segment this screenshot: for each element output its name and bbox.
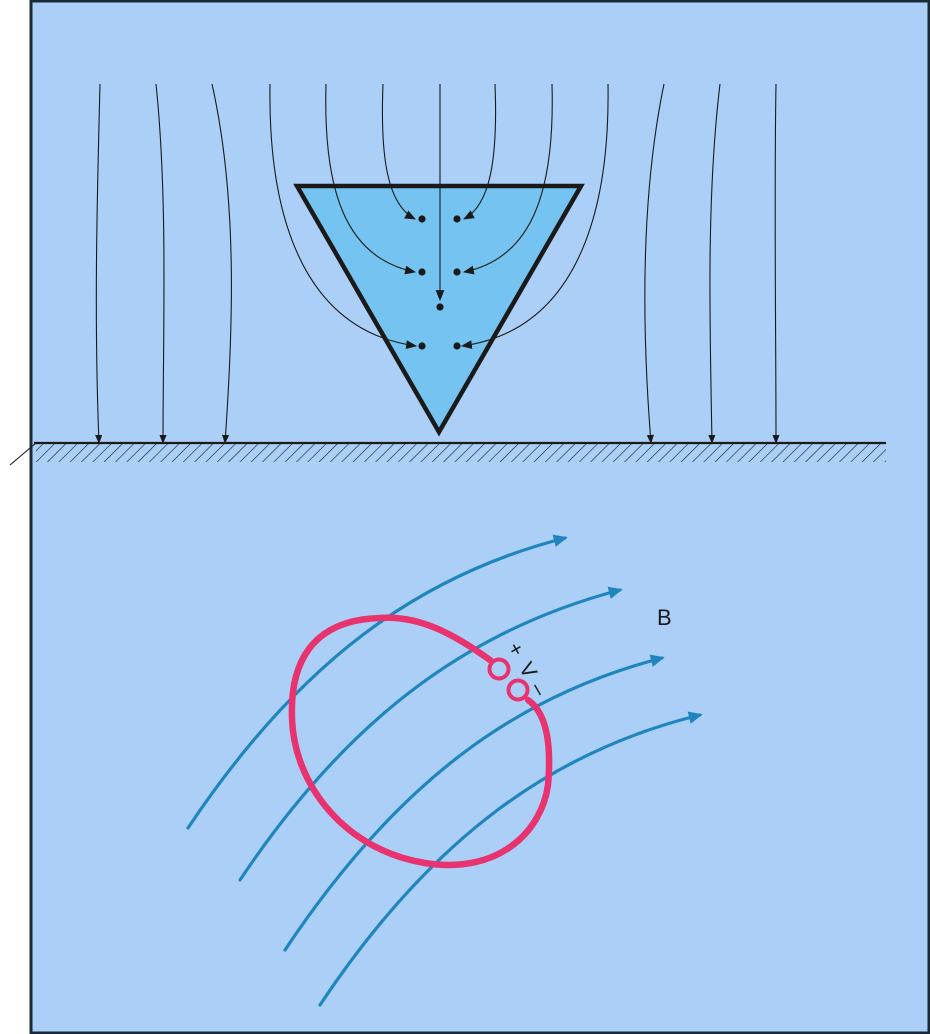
charge-dot [436,303,444,311]
charge-dot [453,342,461,350]
charge-dot [453,215,461,223]
hatched-ground-icon [36,443,886,462]
field-line-inner-left [381,83,416,220]
electric-field-lines [95,83,780,444]
triangle-field-lines [269,83,609,349]
charge-dot [418,268,426,276]
field-line-left-2 [155,83,167,444]
field-line-right-3 [772,83,780,444]
terminal-minus [506,678,530,702]
field-line-outer-left [269,83,418,349]
ground-tick [9,442,37,466]
field-line-inner-right [463,83,497,220]
background-panel [29,0,930,1034]
charge-dot [453,268,461,276]
b-field-line-2 [238,586,623,882]
ground-plane [9,441,886,466]
wire-loop [288,614,553,869]
b-field-line-4 [318,711,703,1007]
b-field-line-3 [283,654,665,952]
field-line-right-2 [708,83,721,444]
charge-dot [418,342,426,350]
b-field-line-1 [186,534,568,830]
field-line-outer-right [460,83,609,349]
terminal-plus [487,657,511,681]
field-line-mid-left [325,83,417,275]
magnetic-field-lines [186,534,703,1007]
field-line-left-3 [211,83,232,444]
field-line-left-1 [95,83,103,444]
b-field-label: B [657,605,672,630]
surface-charges [418,215,461,350]
field-line-mid-right [462,83,553,275]
charge-dot [418,215,426,223]
field-line-right-1 [644,83,665,444]
wire-loop-icon [288,614,553,869]
